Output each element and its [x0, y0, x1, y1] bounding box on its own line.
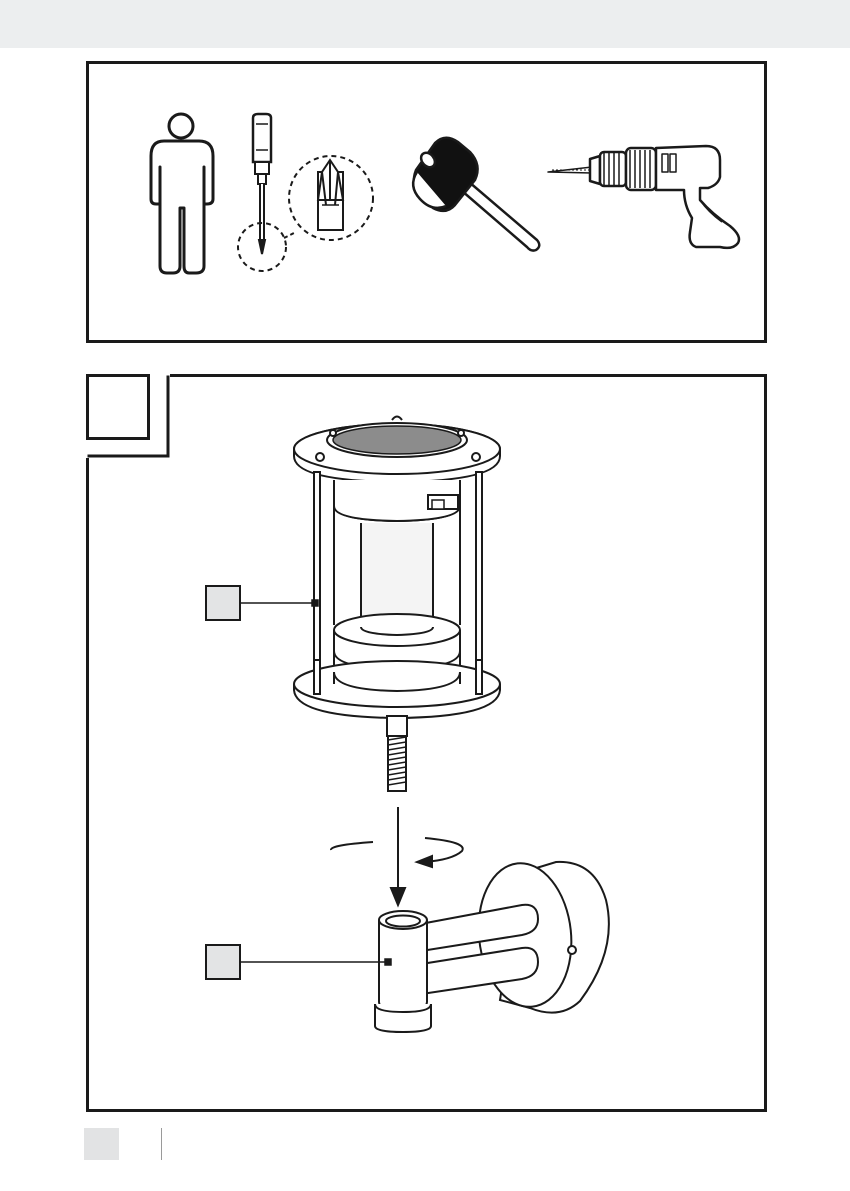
wall-bracket-icon [374, 860, 610, 1034]
step-notch-border [87, 375, 170, 458]
rotate-arrow-icon [330, 837, 464, 869]
person-icon [149, 112, 215, 275]
part-label-bracket [205, 944, 241, 980]
screwdriver-icon [237, 112, 287, 272]
step-number-box [86, 374, 150, 440]
part-label-lamp [205, 585, 241, 621]
top-band [0, 0, 850, 48]
page-number-box [84, 1128, 119, 1160]
insert-arrow-icon [389, 807, 407, 908]
hammer-icon [411, 136, 541, 252]
bit-detail-icon [283, 155, 374, 241]
footer-divider [161, 1128, 162, 1160]
drill-icon [547, 144, 741, 250]
lamp-icon [293, 415, 501, 792]
leader-line-bracket [241, 958, 392, 966]
leader-line-lamp [241, 599, 319, 607]
